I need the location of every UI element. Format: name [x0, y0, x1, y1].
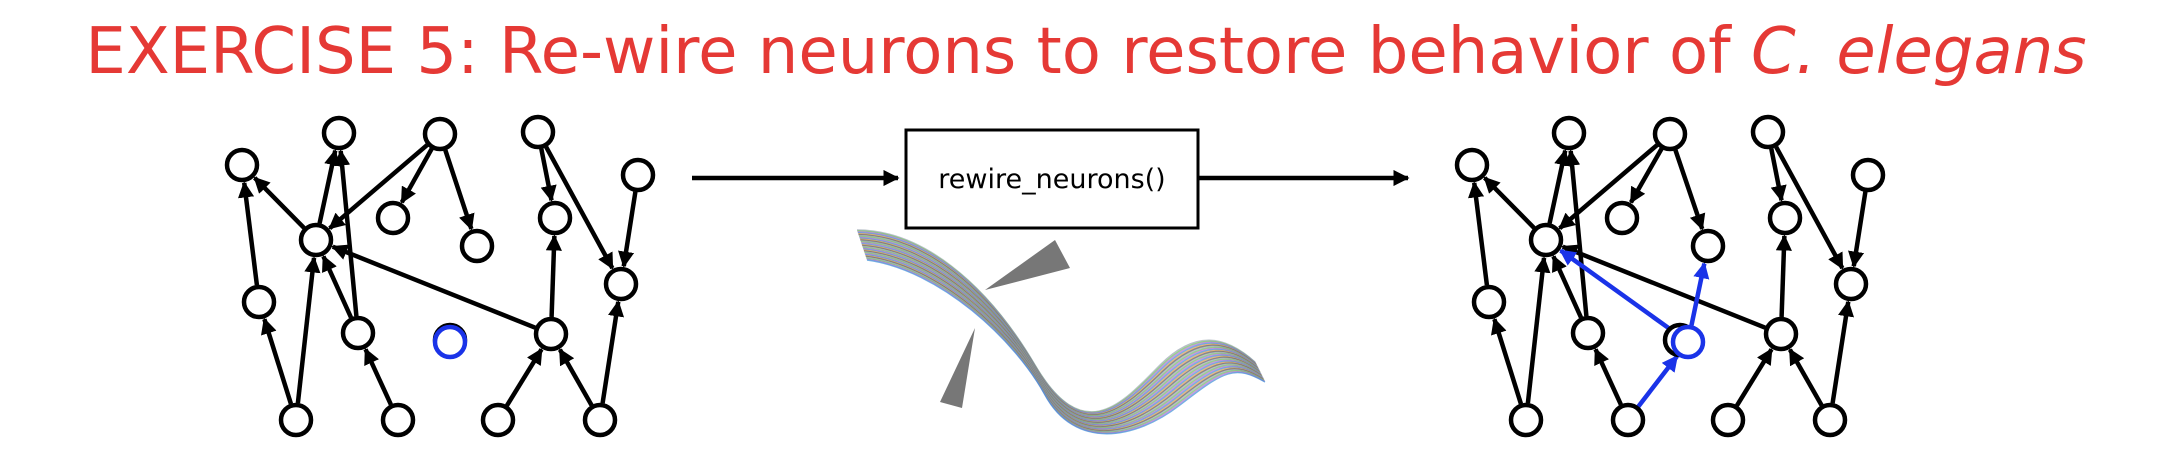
worm-wedge-lower	[940, 328, 975, 408]
neuron-node	[298, 222, 334, 258]
neuron-node	[603, 266, 639, 302]
neuron-node	[1763, 316, 1799, 352]
new-neuron-node	[1670, 324, 1706, 360]
synapse-edge	[1848, 191, 1868, 268]
neuron-node	[1551, 115, 1587, 151]
neuron-node	[321, 115, 357, 151]
worm-wedge-upper	[985, 240, 1070, 290]
synapse-edge	[331, 244, 537, 330]
rewired-network	[1454, 114, 1886, 438]
function-label: rewire_neurons()	[938, 164, 1165, 195]
synapse-edge	[505, 347, 544, 407]
synapse-edge	[1491, 317, 1524, 405]
neuron-node	[375, 200, 411, 236]
worm-body-traces	[856, 229, 1266, 435]
synapse-edge	[1547, 149, 1571, 224]
synapse-edge	[321, 254, 354, 319]
synapse-edge	[328, 143, 429, 231]
synapse-edge	[1558, 143, 1659, 231]
synapse-edge	[261, 317, 294, 405]
neuron-node	[380, 402, 416, 438]
neuron-node	[1850, 157, 1886, 193]
neuron-node	[1710, 402, 1746, 438]
neuron-node	[1570, 315, 1606, 351]
original-network	[224, 114, 656, 438]
synapse-edge	[1628, 147, 1664, 204]
new-neuron-node	[432, 324, 468, 360]
neuron-node	[1604, 200, 1640, 236]
synapse-edge	[1483, 176, 1536, 230]
neuron-node	[533, 316, 569, 352]
synapse-edge	[1830, 300, 1855, 404]
synapse-edge	[363, 347, 393, 406]
synapse-edge	[1564, 149, 1589, 317]
synapse-edge	[399, 147, 434, 204]
synapse-edge	[295, 256, 321, 404]
synapse-edge	[1467, 181, 1490, 286]
neuron-node	[1454, 147, 1490, 183]
slide-title: EXERCISE 5: Re-wire neurons to restore b…	[0, 14, 2172, 90]
neuron-node	[1750, 114, 1786, 150]
neuron-node	[278, 402, 314, 438]
neuron-node	[537, 200, 573, 236]
neuron-node	[459, 228, 495, 264]
neuron-node	[1812, 402, 1848, 438]
synapse-edge	[253, 176, 306, 230]
neuron-node	[582, 402, 618, 438]
neuron-node	[1690, 228, 1726, 264]
neuron-node	[1508, 402, 1544, 438]
synapse-edge	[1735, 347, 1774, 407]
synapse-edge	[1525, 256, 1551, 404]
synapse-edge	[545, 234, 562, 318]
neuron-node	[241, 284, 277, 320]
neuron-node	[1528, 222, 1564, 258]
title-text: EXERCISE 5: Re-wire neurons to restore b…	[85, 15, 1751, 89]
synapse-edge	[1775, 234, 1792, 318]
synapse-edge	[539, 148, 557, 202]
synapse-edge	[600, 300, 625, 404]
neuron-node	[1610, 402, 1646, 438]
synapse-edge	[1551, 254, 1584, 319]
synapse-edge	[334, 149, 359, 317]
worm-trace-line	[866, 259, 1266, 435]
new-synapse-edge	[1636, 354, 1679, 408]
synapse-edge	[544, 145, 615, 270]
synapse-edge	[1769, 148, 1787, 202]
neuron-node	[340, 315, 376, 351]
synapse-edge	[1593, 347, 1623, 406]
synapse-edge	[1774, 145, 1845, 270]
synapse-edge	[1673, 149, 1706, 231]
neuron-node	[620, 157, 656, 193]
new-synapse-edge	[1559, 248, 1676, 334]
title-species: C. elegans	[1750, 15, 2087, 89]
neuron-node	[1833, 266, 1869, 302]
synapse-edge	[237, 181, 260, 286]
synapse-edge	[618, 191, 638, 268]
synapse-edge	[1787, 348, 1824, 407]
neuron-node	[480, 402, 516, 438]
neuron-node	[1471, 284, 1507, 320]
neuron-node	[422, 116, 458, 152]
synapse-edge	[317, 149, 341, 224]
synapse-edge	[443, 149, 475, 231]
synapse-edge	[557, 348, 594, 407]
new-synapse-edge	[1689, 262, 1710, 326]
neuron-node	[520, 114, 556, 150]
neuron-node	[1767, 200, 1803, 236]
worm-trajectory-illustration	[856, 229, 1266, 435]
synapse-edge	[1561, 244, 1767, 330]
neuron-node	[1652, 116, 1688, 152]
neuron-node	[224, 147, 260, 183]
